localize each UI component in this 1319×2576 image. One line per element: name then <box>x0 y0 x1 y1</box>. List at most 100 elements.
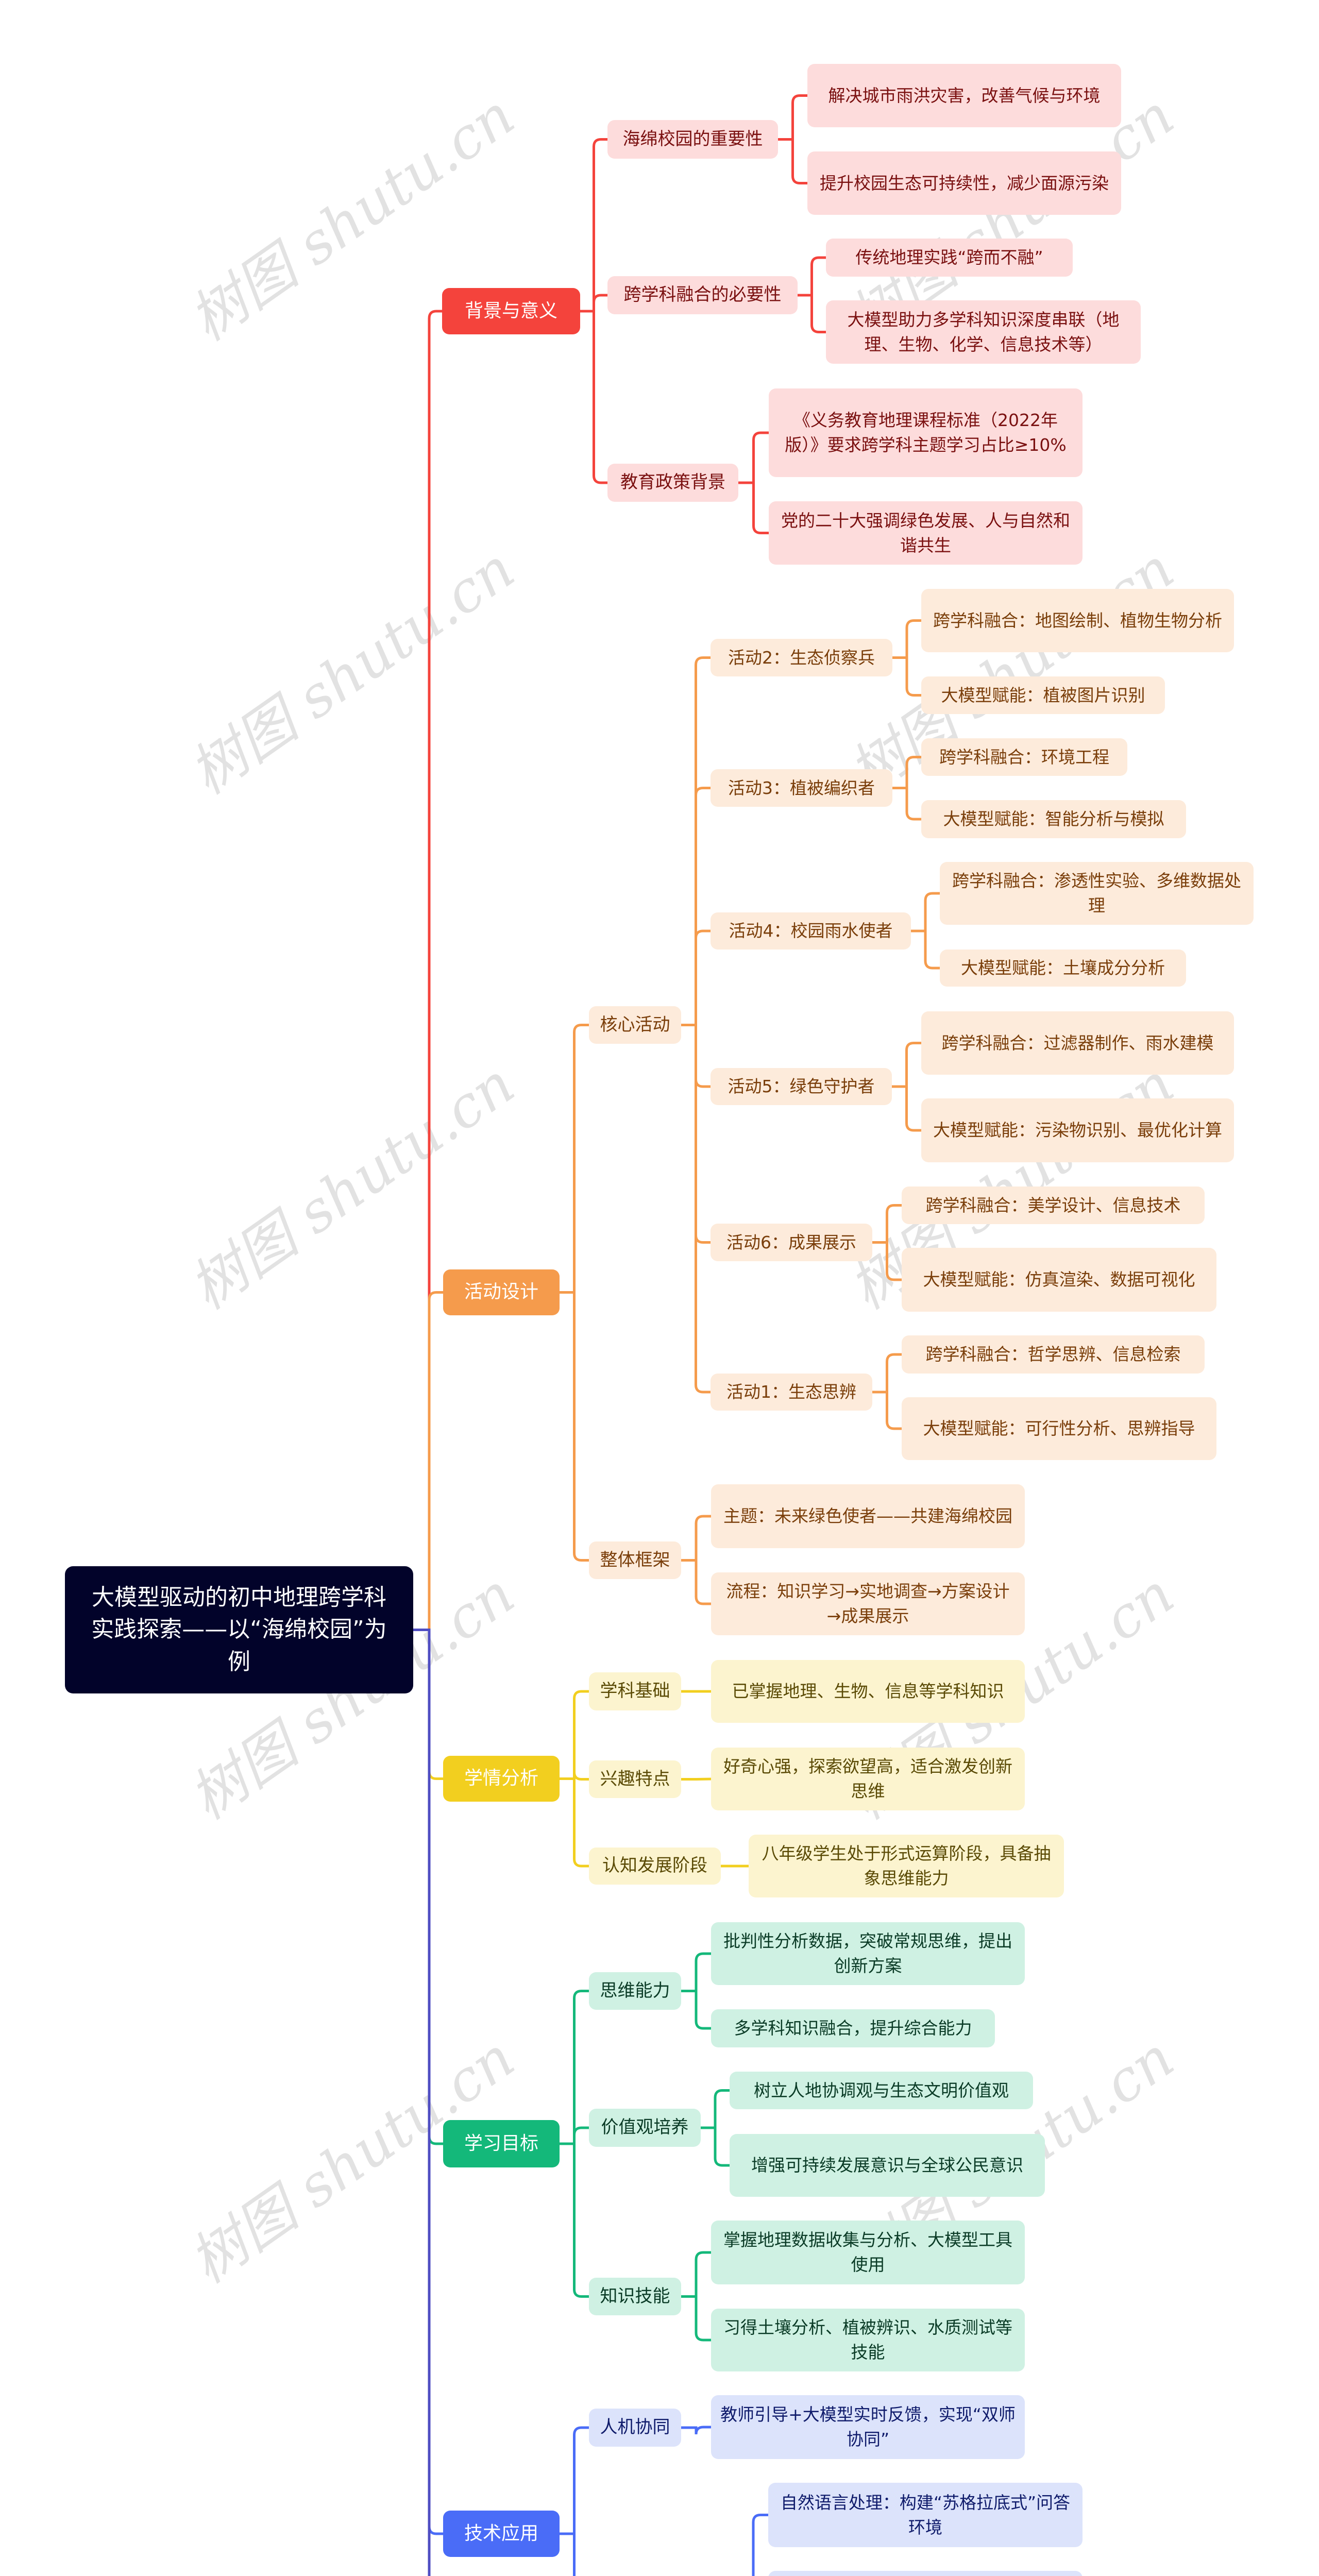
topic-1-1-0-label: 主题：未来绿色使者——共建海绵校园 <box>723 1506 1012 1527</box>
subtopic-3-1[interactable]: 价值观培养 <box>589 2109 701 2147</box>
subtopic-1-0[interactable]: 核心活动 <box>589 1006 681 1044</box>
topic-1-0-2[interactable]: 活动4：校园雨水使者 <box>711 912 911 950</box>
leaf-1-0-1-1[interactable]: 大模型赋能：智能分析与模拟 <box>921 800 1186 838</box>
topic-4-0-0[interactable]: 教师引导+大模型实时反馈，实现“双师协同” <box>711 2395 1025 2459</box>
topic-1-0-2-label: 活动4：校园雨水使者 <box>729 921 893 941</box>
topic-0-1-1-label: 大模型助力多学科知识深度串联（地理、生物、化学、信息技术等） <box>847 309 1120 354</box>
topic-1-0-5[interactable]: 活动1：生态思辨 <box>711 1374 872 1411</box>
connector-line <box>558 2142 590 2298</box>
subtopic-0-2[interactable]: 教育政策背景 <box>607 464 738 502</box>
topic-3-2-0[interactable]: 掌握地理数据收集与分析、大模型工具使用 <box>711 2221 1025 2284</box>
subtopic-4-0[interactable]: 人机协同 <box>589 2409 681 2447</box>
subtopic-2-0[interactable]: 学科基础 <box>589 1672 681 1710</box>
subtopic-3-0[interactable]: 思维能力 <box>589 1972 681 2010</box>
watermark-text: 树图 shutu.cn <box>177 535 526 807</box>
connector-line <box>558 1990 590 2145</box>
leaf-1-0-0-1[interactable]: 大模型赋能：植被图片识别 <box>921 676 1165 714</box>
topic-4-1-0[interactable]: 自然语言处理：构建“苏格拉底式”问答环境 <box>768 2483 1083 2547</box>
subtopic-1-0-label: 核心活动 <box>600 1014 670 1035</box>
connector-line <box>579 138 609 313</box>
connector-line <box>871 1204 903 1244</box>
subtopic-3-1-label: 价值观培养 <box>601 2117 689 2138</box>
branch-1[interactable]: 活动设计 <box>443 1269 560 1315</box>
topic-1-0-4[interactable]: 活动6：成果展示 <box>711 1224 872 1261</box>
leaf-1-0-5-0[interactable]: 跨学科融合：哲学思辨、信息检索 <box>902 1335 1205 1374</box>
topic-2-2-0[interactable]: 八年级学生处于形式运算阶段，具备抽象思维能力 <box>749 1835 1064 1897</box>
leaf-1-0-1-0[interactable]: 跨学科融合：环境工程 <box>921 738 1127 776</box>
topic-1-0-0-label: 活动2：生态侦察兵 <box>728 647 875 668</box>
topic-1-0-0[interactable]: 活动2：生态侦察兵 <box>711 639 892 676</box>
leaf-1-0-3-1[interactable]: 大模型赋能：污染物识别、最优化计算 <box>921 1098 1234 1162</box>
leaf-1-0-4-0[interactable]: 跨学科融合：美学设计、信息技术 <box>902 1187 1205 1224</box>
root-topic[interactable]: 大模型驱动的初中地理跨学科实践探索——以“海绵校园”为例 <box>65 1566 413 1693</box>
connector-line <box>891 656 923 697</box>
topic-2-1-0[interactable]: 好奇心强，探索欲望高，适合激发创新思维 <box>711 1748 1025 1810</box>
branch-3-label: 学习目标 <box>464 2132 538 2154</box>
subtopic-1-1[interactable]: 整体框架 <box>589 1541 681 1579</box>
leaf-1-0-0-0[interactable]: 跨学科融合：地图绘制、植物生物分析 <box>921 589 1234 652</box>
connector-line <box>412 1629 445 2145</box>
connector-line <box>909 892 941 933</box>
root-topic-label: 大模型驱动的初中地理跨学科实践探索——以“海绵校园”为例 <box>91 1584 387 1675</box>
connector-line <box>412 1629 445 1780</box>
subtopic-2-1[interactable]: 兴趣特点 <box>589 1760 681 1798</box>
connector-line <box>776 138 809 184</box>
subtopic-0-1[interactable]: 跨学科融合的必要性 <box>607 276 798 314</box>
leaf-1-0-2-1[interactable]: 大模型赋能：土壤成分分析 <box>940 950 1186 987</box>
topic-3-2-1[interactable]: 习得土壤分析、植被辨识、水质测试等技能 <box>711 2309 1025 2371</box>
topic-1-0-5-label: 活动1：生态思辨 <box>726 1382 856 1402</box>
leaf-1-0-2-0[interactable]: 跨学科融合：渗透性实验、多维数据处理 <box>940 862 1254 925</box>
connector-line <box>909 929 941 970</box>
leaf-1-0-0-1-label: 大模型赋能：植被图片识别 <box>941 685 1145 705</box>
leaf-1-0-5-0-label: 跨学科融合：哲学思辨、信息检索 <box>925 1344 1181 1365</box>
topic-4-0-0-label: 教师引导+大模型实时反馈，实现“双师协同” <box>720 2404 1016 2449</box>
connector-line <box>737 431 770 484</box>
topic-1-0-1-label: 活动3：植被编织者 <box>728 777 875 798</box>
topic-0-1-0[interactable]: 传统地理实践“跨而不融” <box>826 239 1073 277</box>
topic-2-0-0[interactable]: 已掌握地理、生物、信息等学科知识 <box>711 1660 1025 1723</box>
branch-2[interactable]: 学情分析 <box>443 1756 560 1802</box>
connector-line <box>412 1629 445 2535</box>
topic-0-0-0[interactable]: 解决城市雨洪灾害，改善气候与环境 <box>807 64 1121 127</box>
branch-1-label: 活动设计 <box>464 1281 538 1303</box>
leaf-1-0-3-0[interactable]: 跨学科融合：过滤器制作、雨水建模 <box>921 1011 1234 1075</box>
topic-3-0-1[interactable]: 多学科知识融合，提升综合能力 <box>711 2009 995 2047</box>
leaf-1-0-0-0-label: 跨学科融合：地图绘制、植物生物分析 <box>933 610 1222 631</box>
topic-4-1-1[interactable]: 图像识别：植被、土壤、污染物分析 <box>768 2571 1083 2576</box>
branch-3[interactable]: 学习目标 <box>443 2120 560 2167</box>
leaf-1-0-4-1[interactable]: 大模型赋能：仿真渲染、数据可视化 <box>902 1248 1216 1312</box>
topic-0-2-1[interactable]: 党的二十大强调绿色发展、人与自然和谐共生 <box>769 501 1083 565</box>
leaf-1-0-5-1[interactable]: 大模型赋能：可行性分析、思辨指导 <box>902 1397 1216 1460</box>
leaf-1-0-1-0-label: 跨学科融合：环境工程 <box>939 747 1109 767</box>
topic-1-1-0[interactable]: 主题：未来绿色使者——共建海绵校园 <box>711 1484 1025 1548</box>
topic-1-0-1[interactable]: 活动3：植被编织者 <box>711 769 892 807</box>
branch-4[interactable]: 技术应用 <box>443 2511 560 2557</box>
subtopic-2-2[interactable]: 认知发展阶段 <box>589 1848 721 1885</box>
topic-0-0-1[interactable]: 提升校园生态可持续性，减少面源污染 <box>807 151 1121 215</box>
connector-line <box>871 1391 903 1430</box>
branch-0[interactable]: 背景与意义 <box>442 288 580 334</box>
topic-2-2-0-label: 八年级学生处于形式运算阶段，具备抽象思维能力 <box>762 1843 1051 1888</box>
topic-3-1-1[interactable]: 增强可持续发展意识与全球公民意识 <box>730 2134 1045 2197</box>
topic-2-1-0-label: 好奇心强，探索欲望高，适合激发创新思维 <box>723 1756 1012 1801</box>
topic-3-1-0[interactable]: 树立人地协调观与生态文明价值观 <box>730 2072 1033 2109</box>
subtopic-0-1-label: 跨学科融合的必要性 <box>623 284 782 306</box>
connector-line <box>680 1024 712 1394</box>
connector-line <box>680 1024 712 1244</box>
topic-1-1-1-label: 流程：知识学习→实地调查→方案设计→成果展示 <box>726 1581 1010 1626</box>
connector-line <box>558 2426 590 2535</box>
topic-3-0-0-label: 批判性分析数据，突破常规思维，提出创新方案 <box>723 1931 1012 1976</box>
topic-0-1-1[interactable]: 大模型助力多学科知识深度串联（地理、生物、化学、信息技术等） <box>826 300 1141 364</box>
subtopic-0-0[interactable]: 海绵校园的重要性 <box>607 120 778 159</box>
topic-3-0-0[interactable]: 批判性分析数据，突破常规思维，提出创新方案 <box>711 1922 1025 1985</box>
subtopic-3-2-label: 知识技能 <box>600 2285 670 2307</box>
leaf-1-0-3-1-label: 大模型赋能：污染物识别、最优化计算 <box>933 1120 1222 1141</box>
topic-1-1-1[interactable]: 流程：知识学习→实地调查→方案设计→成果展示 <box>711 1572 1025 1635</box>
topic-0-2-0[interactable]: 《义务教育地理课程标准（2022年版）》要求跨学科主题学习占比≥10% <box>769 388 1083 477</box>
connector-line <box>558 2126 590 2145</box>
topic-1-0-3[interactable]: 活动5：绿色守护者 <box>711 1068 892 1105</box>
subtopic-3-2[interactable]: 知识技能 <box>589 2278 681 2315</box>
connector-line <box>680 929 712 1026</box>
leaf-1-0-4-1-label: 大模型赋能：仿真渲染、数据可视化 <box>923 1269 1195 1290</box>
